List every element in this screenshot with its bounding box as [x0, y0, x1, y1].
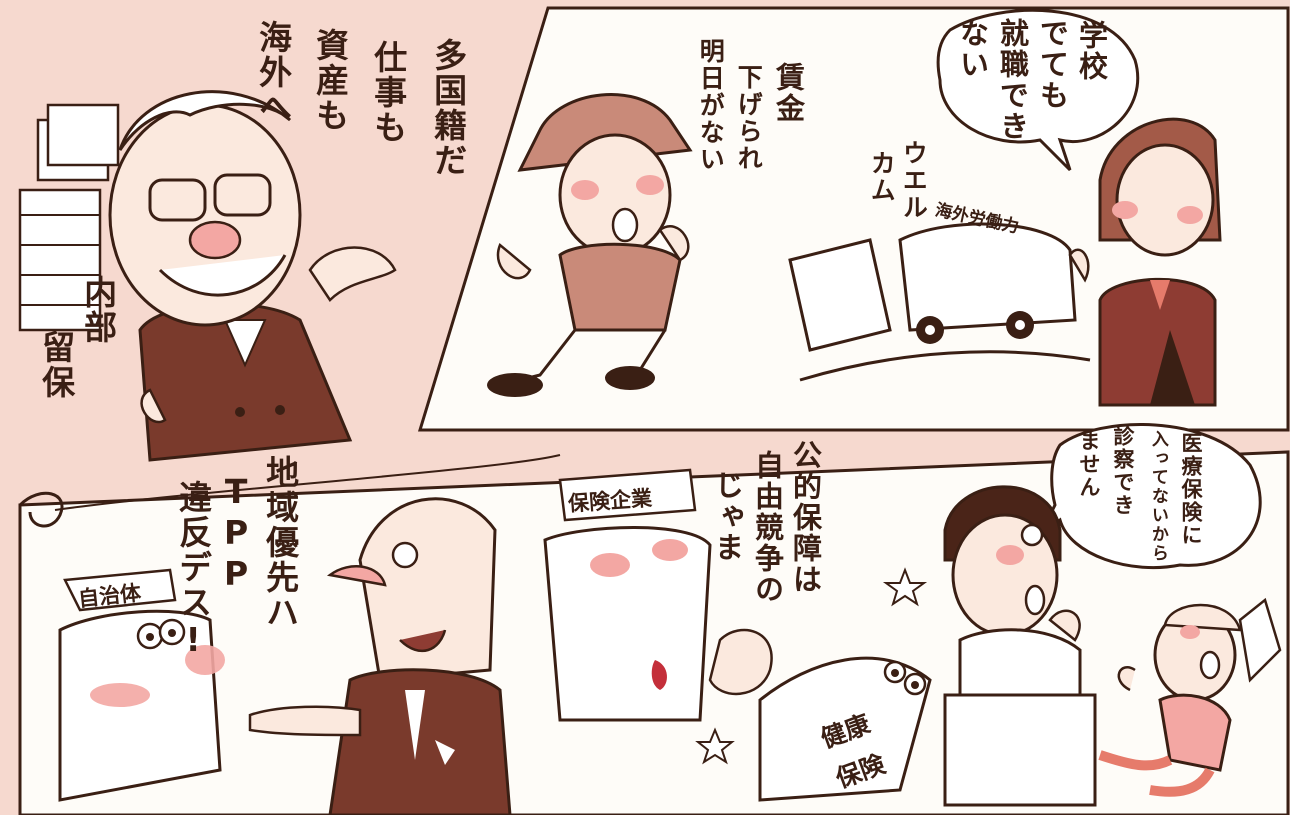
diplomat-figure: [248, 497, 512, 815]
doctor-speech-line-1: 医療保険に: [1179, 432, 1204, 547]
insurer-figure: [543, 468, 773, 722]
speech-bubble-br: [1038, 423, 1262, 570]
welcome-line-1: ウエル: [899, 140, 929, 221]
doctor-speech-line-3: 診察でき: [1111, 425, 1136, 517]
ceo-speech-line-2: 仕事も: [368, 40, 408, 145]
ceo-speech-line-3: 資産も: [310, 28, 350, 133]
municipality-figure: [58, 568, 225, 802]
worker-speech-line-3: 明日がない: [696, 38, 726, 173]
retained-earnings-line-1: 内部: [78, 275, 118, 345]
insurer-sign: 保険企業: [567, 486, 653, 516]
ceo-figure: [18, 90, 397, 462]
woman-speech-line-2: でても: [1035, 18, 1070, 111]
diplomat-speech-line-1: 地域優先ハ: [260, 455, 300, 630]
diplomat-speech-line-2: TPP: [216, 472, 256, 595]
welcome-line-2: カム: [867, 150, 897, 204]
health-insurance-card: [695, 567, 932, 802]
worker-speech-line-2: 下げられ: [734, 64, 764, 172]
bus-figure: [788, 222, 1091, 382]
doctor-speech-line-4: ません: [1077, 430, 1102, 499]
woman-speech-line-3: 就職でき: [995, 18, 1030, 142]
doctor-speech-line-2: 入ってないから: [1147, 430, 1168, 563]
diplomat-speech-line-3: 違反デス!: [173, 480, 213, 661]
speech-bubble-tr: [936, 8, 1140, 172]
woman-speech-line-1: 学校: [1074, 20, 1109, 82]
money-stack-icon: [18, 103, 120, 332]
worker-figure: [487, 93, 693, 397]
insurer-speech-line-3: じゃま: [710, 470, 745, 563]
child-figure: [1098, 597, 1282, 797]
retained-earnings-line-2: 留保: [36, 330, 76, 400]
woman-figure: [1068, 117, 1222, 407]
ceo-speech-line-4: 海外へ: [253, 20, 293, 125]
insurer-speech-line-1: 公的保障は: [788, 440, 823, 595]
insurer-speech-line-2: 自由競争の: [750, 450, 785, 605]
woman-speech-line-4: ない: [955, 18, 990, 80]
doctor-figure: [943, 485, 1097, 807]
ceo-speech-line-1: 多国籍だ: [428, 38, 468, 178]
worker-speech-line-1: 賃金: [771, 62, 806, 124]
